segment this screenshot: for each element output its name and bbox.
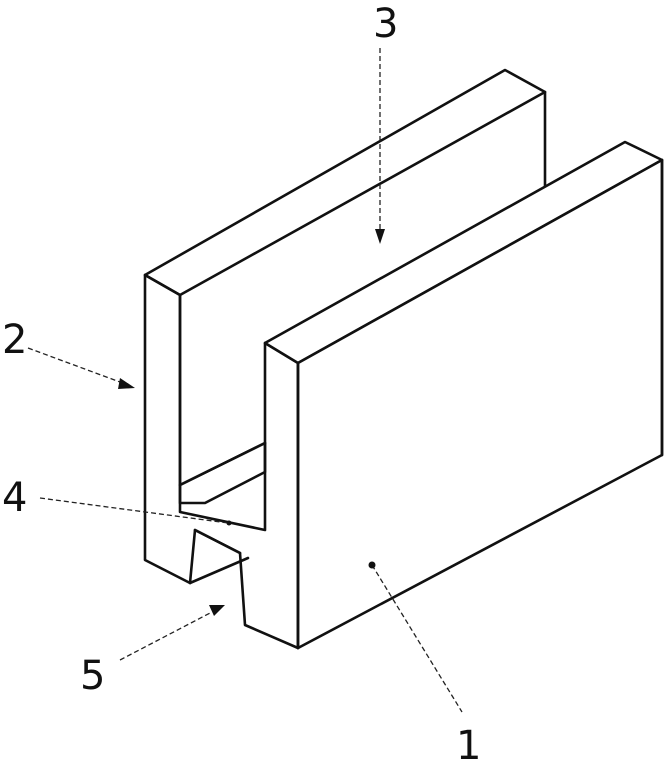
end-profile	[143, 273, 300, 650]
front-wall	[263, 140, 664, 650]
channel-floor	[178, 441, 267, 505]
slot-top-edge	[193, 528, 242, 555]
end-profile-outline	[143, 273, 300, 650]
callout-5: 5	[80, 653, 106, 699]
leader-1	[371, 564, 463, 713]
callout-4: 4	[2, 475, 28, 521]
leader-5	[119, 611, 213, 661]
callout-2: 2	[2, 317, 28, 363]
slot-left-bottom	[188, 556, 250, 585]
leader-5-arrowhead	[209, 605, 225, 616]
leader-1-dot	[368, 561, 376, 569]
leader-4-dot	[226, 520, 232, 526]
leader-lines	[27, 48, 463, 713]
leader-2-arrowhead	[118, 378, 135, 389]
callout-3: 3	[373, 1, 399, 47]
callout-1: 1	[456, 723, 482, 768]
channel-floor-face	[178, 441, 267, 505]
channel-floor-back-edge	[178, 441, 267, 487]
leader-3-arrowhead	[375, 229, 385, 244]
leader-2	[27, 347, 129, 386]
